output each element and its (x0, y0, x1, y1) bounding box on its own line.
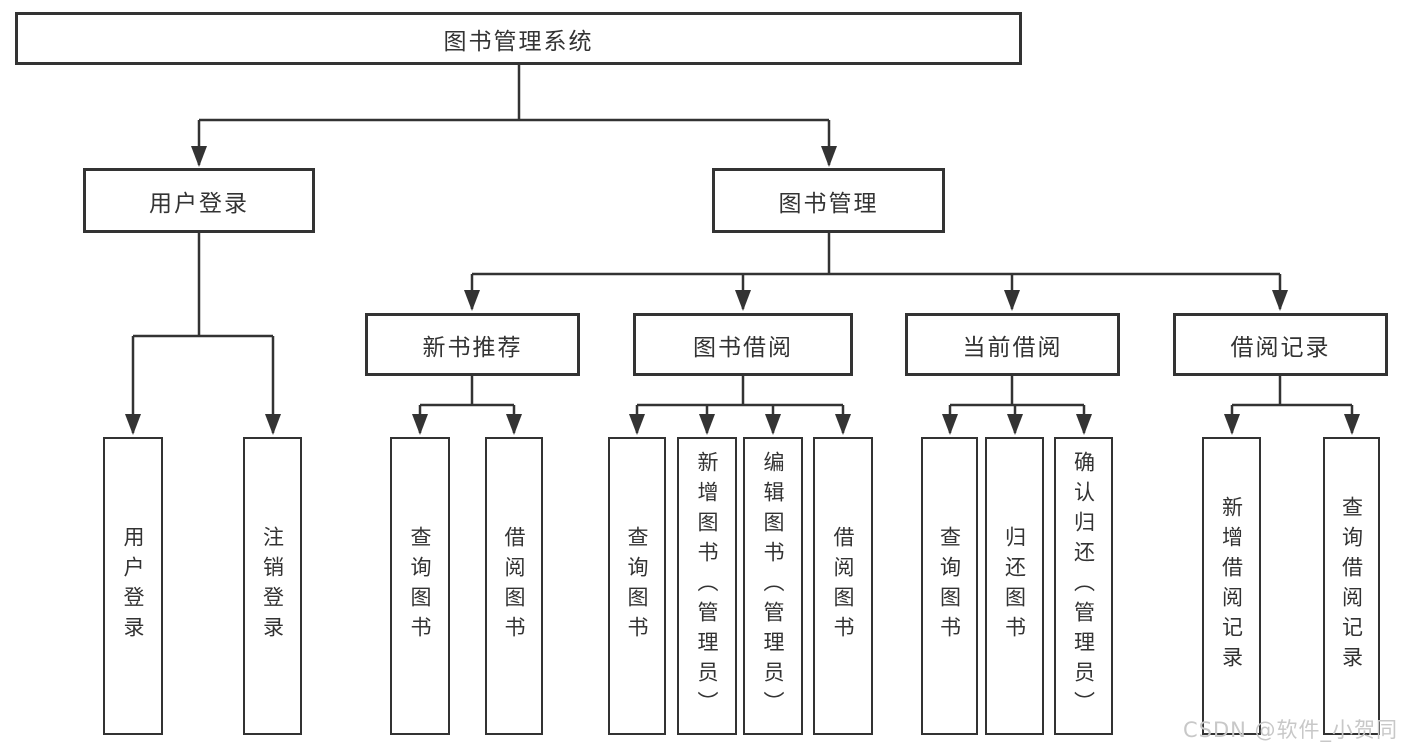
arrow-down-icon (265, 414, 281, 435)
node-new-book-recommend: 新书推荐 (365, 313, 580, 376)
node-book-borrowing: 图书借阅 (633, 313, 853, 376)
leaf-query-books-recommend: 查询图书 (390, 437, 450, 735)
leaf-user-login: 用户登录 (103, 437, 163, 735)
arrow-down-icon (1076, 414, 1092, 435)
node-book-management: 图书管理 (712, 168, 945, 233)
node-borrowing-records: 借阅记录 (1173, 313, 1388, 376)
arrow-down-icon (629, 414, 645, 435)
leaf-logout: 注销登录 (243, 437, 302, 735)
leaf-return-books: 归还图书 (985, 437, 1044, 735)
node-current-borrowing: 当前借阅 (905, 313, 1120, 376)
leaf-edit-books-admin: 编辑图书（管理员） (743, 437, 803, 735)
arrow-down-icon (821, 146, 837, 167)
node-user-login: 用户登录 (83, 168, 315, 233)
arrow-down-icon (464, 290, 480, 311)
arrow-down-icon (125, 414, 141, 435)
branch-lines (131, 65, 1354, 433)
leaf-borrow-books-recommend: 借阅图书 (485, 437, 543, 735)
leaf-query-books-current: 查询图书 (921, 437, 978, 735)
arrow-down-icon (1004, 290, 1020, 311)
branch-root (197, 65, 831, 165)
leaf-query-books-borrowing: 查询图书 (608, 437, 666, 735)
arrow-down-icon (1272, 290, 1288, 311)
arrow-down-icon (835, 414, 851, 435)
branch-user-login (131, 233, 275, 433)
leaf-add-borrow-record: 新增借阅记录 (1202, 437, 1261, 735)
arrow-down-icon (699, 414, 715, 435)
arrow-down-icon (506, 414, 522, 435)
leaf-borrow-books: 借阅图书 (813, 437, 873, 735)
branch-borrowing-records (1230, 376, 1354, 433)
arrow-down-icon (191, 146, 207, 167)
branch-book-borrowing (635, 376, 845, 433)
arrow-down-icon (1224, 414, 1240, 435)
watermark: CSDN @软件_小贺同学 (1183, 718, 1399, 742)
leaf-query-borrow-record: 查询借阅记录 (1323, 437, 1380, 735)
arrow-down-icon (412, 414, 428, 435)
arrow-down-icon (735, 290, 751, 311)
leaf-confirm-return-admin: 确认归还（管理员） (1054, 437, 1113, 735)
arrow-down-icon (1007, 414, 1023, 435)
arrow-down-icon (942, 414, 958, 435)
arrow-down-icon (1344, 414, 1360, 435)
arrowheads (125, 146, 1360, 435)
branch-book-management (470, 233, 1282, 309)
leaf-add-books-admin: 新增图书（管理员） (677, 437, 737, 735)
branch-new-book-recommend (418, 376, 516, 433)
node-library-management-system: 图书管理系统 (15, 12, 1022, 65)
arrow-down-icon (765, 414, 781, 435)
